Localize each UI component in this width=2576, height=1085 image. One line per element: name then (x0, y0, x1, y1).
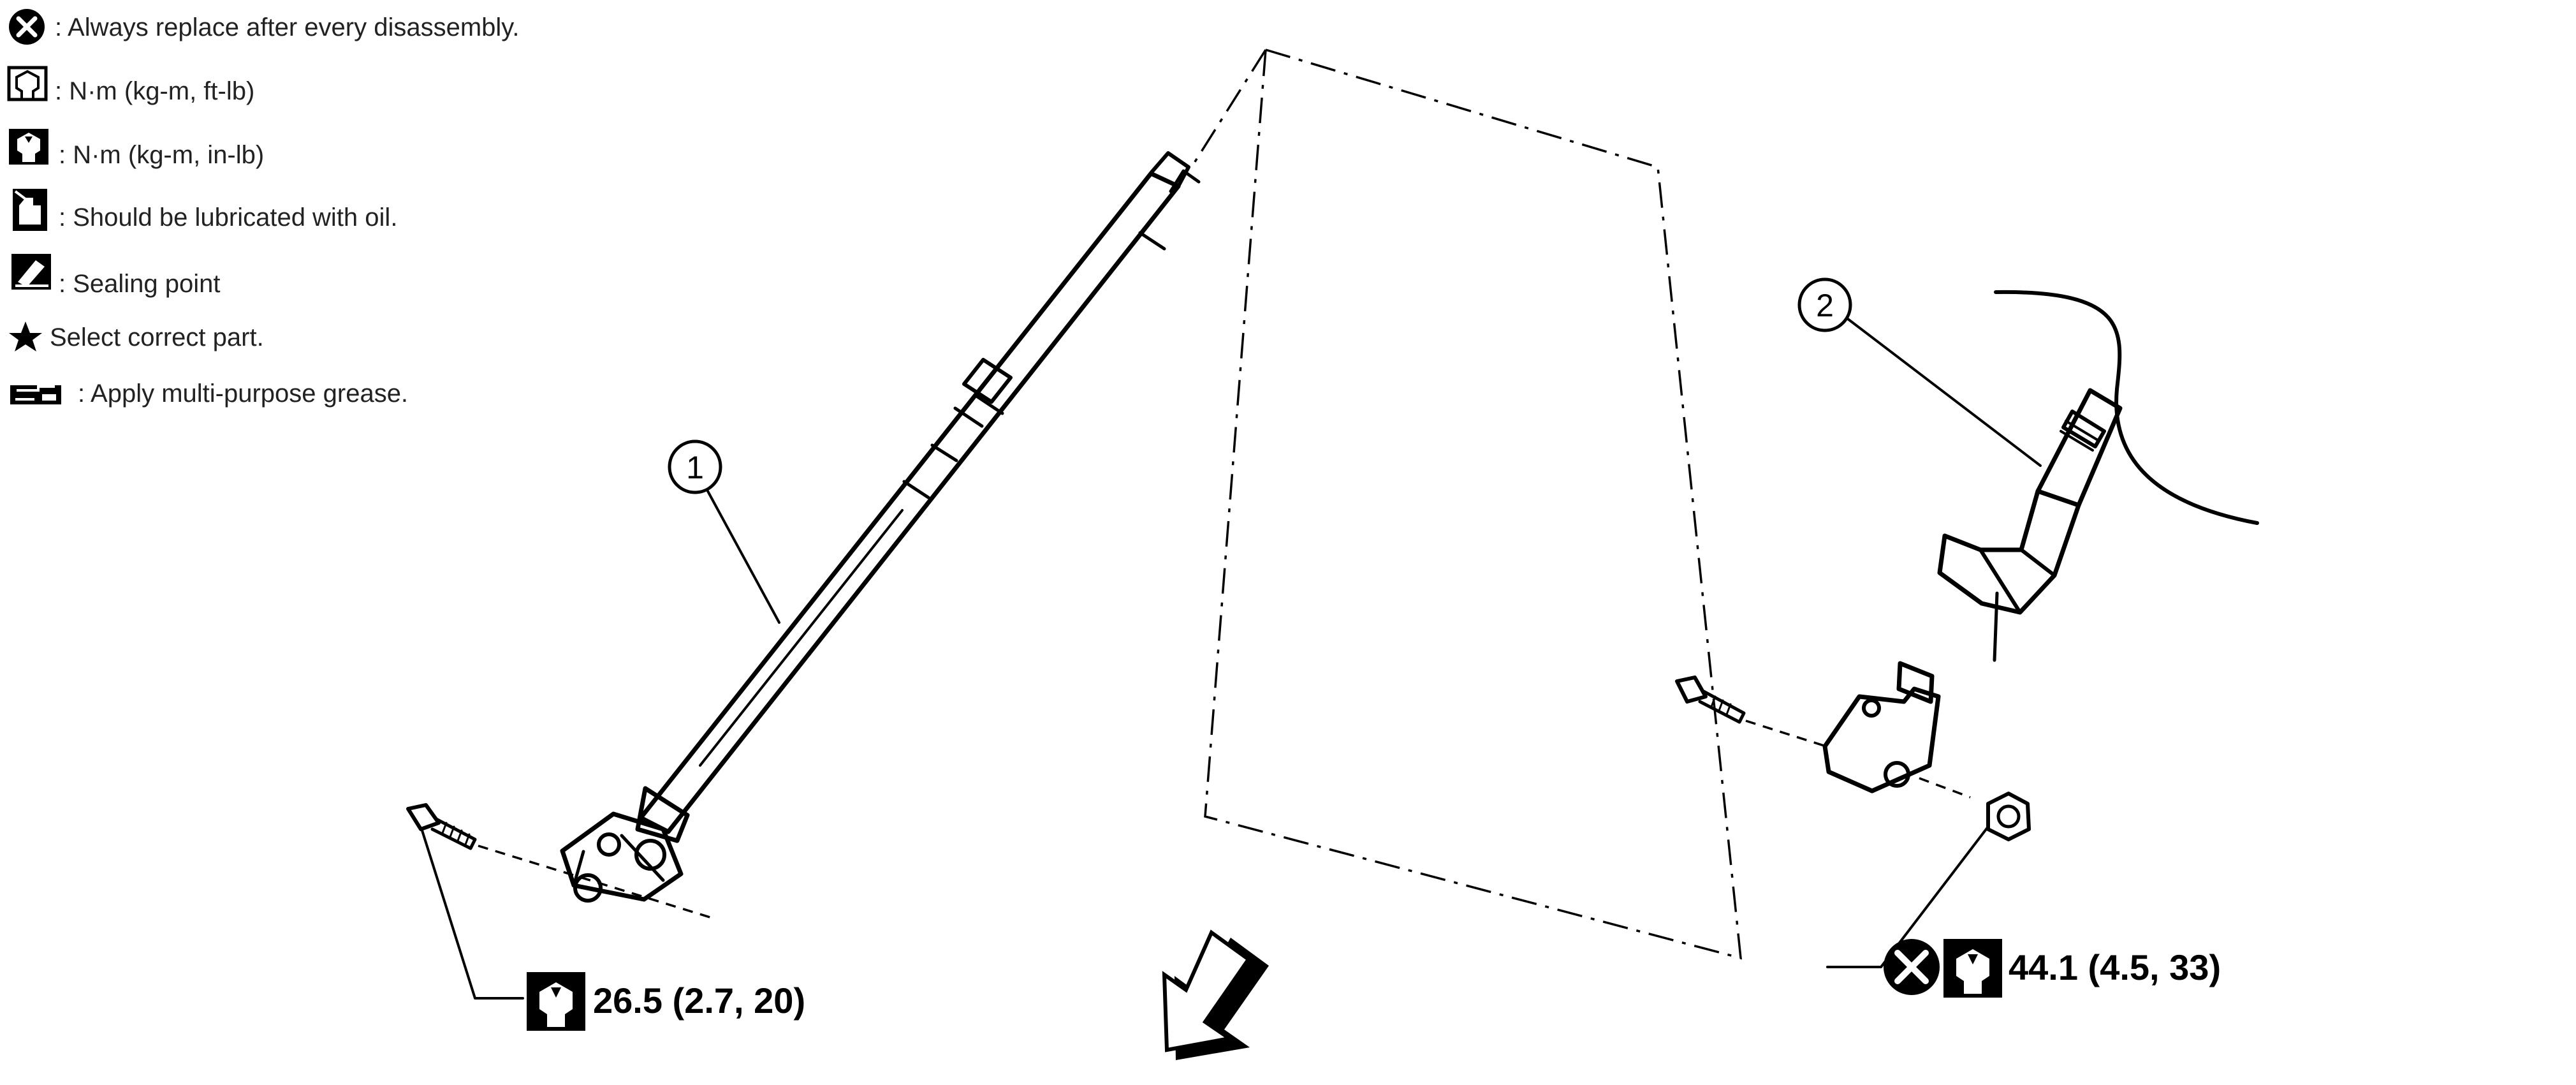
bolt-right (1675, 675, 1746, 724)
legend-item-select-part: Select correct part. (9, 321, 264, 351)
sealing-icon (11, 254, 51, 290)
callout-part-2: 2 (1797, 277, 2042, 467)
torque-value-left: 26.5 (2.7, 20) (593, 980, 805, 1021)
legend-text-replace: : Always replace after every disassembly… (55, 13, 519, 41)
torque-wrench-icon (527, 972, 585, 1031)
callout-part-1: 1 (668, 439, 780, 624)
callout-label-1: 1 (686, 450, 704, 485)
front-direction-arrow (1162, 929, 1269, 1060)
torque-wrench-icon (7, 66, 48, 101)
steering-shaft-1 (406, 151, 1201, 920)
legend-text-grease: : Apply multi-purpose grease. (78, 380, 408, 408)
nut-right (1986, 792, 2031, 841)
replace-x-icon (1884, 939, 1940, 995)
legend-item-replace: : Always replace after every disassembly… (9, 9, 519, 45)
replace-x-icon (9, 9, 45, 45)
legend-item-grease: : Apply multi-purpose grease. (10, 380, 408, 408)
bolt-left (406, 803, 477, 850)
steering-shaft-2 (1675, 290, 2259, 841)
torque-wrench-filled-icon (9, 129, 48, 165)
torque-value-right: 44.1 (4.5, 33) (2009, 947, 2221, 987)
legend-item-torque-ftlb: : N·m (kg-m, ft-lb) (7, 66, 254, 105)
torque-annotation-right: 44.1 (4.5, 33) (1826, 825, 2221, 998)
legend-item-lubricate: : Should be lubricated with oil. (13, 189, 397, 232)
legend-item-torque-inlb: : N·m (kg-m, in-lb) (9, 129, 264, 169)
legend-item-sealing: : Sealing point (11, 254, 221, 298)
oil-can-icon (13, 189, 47, 231)
firewall-outline (1191, 48, 1743, 960)
legend-text-torque-inlb: : N·m (kg-m, in-lb) (59, 141, 264, 169)
torque-wrench-icon (1943, 939, 2002, 998)
legend-text-torque-ftlb: : N·m (kg-m, ft-lb) (55, 77, 254, 105)
legend-text-lubricate: : Should be lubricated with oil. (59, 203, 397, 232)
star-icon (9, 321, 42, 351)
torque-annotation-left: 26.5 (2.7, 20) (421, 829, 805, 1031)
callout-label-2: 2 (1816, 288, 1834, 323)
legend-text-sealing: : Sealing point (59, 270, 221, 298)
grease-icon (10, 385, 61, 404)
legend: : Always replace after every disassembly… (7, 9, 519, 408)
legend-text-select-part: Select correct part. (50, 323, 264, 351)
